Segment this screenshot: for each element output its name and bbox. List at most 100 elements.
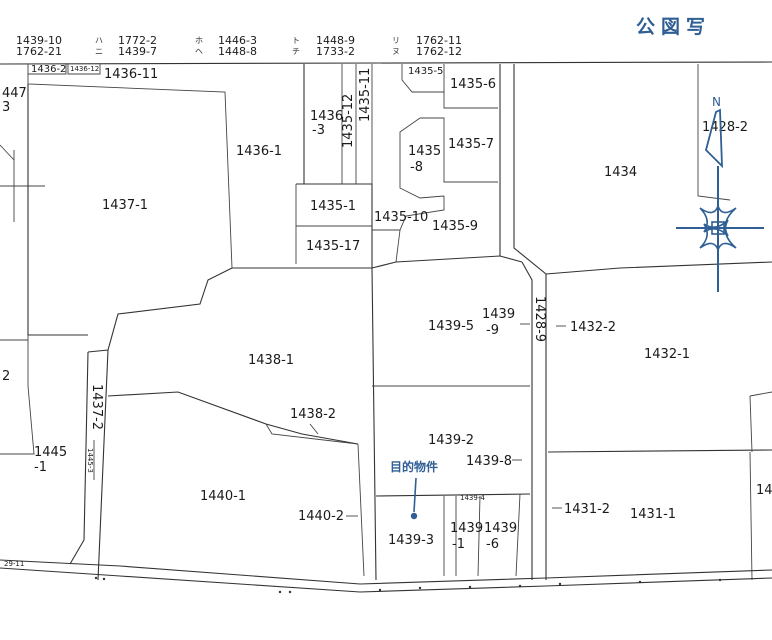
- ref-4-kana-b: チ: [292, 47, 300, 56]
- parcel-edge-1437-2-left: [69, 351, 89, 565]
- parcel-label-1435-7: 1435-7: [448, 137, 494, 152]
- ref-3a: 1446-3: [218, 34, 257, 47]
- parcel-edge-1436-12: [67, 64, 101, 75]
- parcel-label-1435-12: 1435-12: [341, 94, 356, 148]
- ref-2b: 1439-7: [118, 45, 157, 58]
- parcel-edge-1435-6: [443, 92, 498, 109]
- parcel-label-1439-6a: 1439: [484, 521, 517, 536]
- parcel-label-1437-1: 1437-1: [102, 198, 148, 213]
- ref-4a: 1448-9: [316, 34, 355, 47]
- compass-rose-bottom-icon: [699, 219, 737, 253]
- parcel-edge-1440-2: [357, 443, 365, 577]
- parcel-label-1436-12: 1436-12: [70, 65, 99, 73]
- parcel-label-1439-8: 1439-8: [466, 454, 512, 469]
- parcel-label-1439-5: 1439-5: [428, 319, 474, 334]
- ref-5-kana-b: ヌ: [392, 47, 400, 56]
- parcel-edge-1435-10: [372, 196, 445, 231]
- parcel-label-1439-1a: 1439: [450, 521, 483, 536]
- parcel-edge-1432-1-bottom: [547, 449, 772, 453]
- parcel-label-1439-9a: 1439: [482, 307, 515, 322]
- ref-2-kana-b: ニ: [95, 47, 103, 56]
- header-reference-table: 1439-10 1762-21 ハ ニ 1772-2 1439-7 ホ ヘ 14…: [16, 34, 462, 58]
- compass-center-icon: [711, 221, 725, 235]
- parcel-boundaries: [0, 61, 772, 593]
- parcel-label-1439-6b: -6: [486, 537, 499, 552]
- parcel-label-1431-2: 1431-2: [564, 502, 610, 517]
- parcel-labels: 1436-2 1436-12 1436-11 447 3 1436-1 1437…: [2, 64, 772, 568]
- parcel-label-1435-17: 1435-17: [306, 239, 360, 254]
- parcel-label-1439-2: 1439-2: [428, 433, 474, 448]
- parcel-label-1440-2: 1440-2: [298, 509, 344, 524]
- parcel-edge-447: [0, 144, 15, 161]
- parcel-edge-1438-2: [265, 423, 359, 445]
- ref-1a: 1439-10: [16, 34, 62, 47]
- parcel-label-1436-11: 1436-11: [104, 67, 158, 82]
- ref-3-kana-b: ヘ: [195, 47, 203, 56]
- parcel-edge-1439-6-right: [515, 493, 521, 577]
- compass-north-label: N: [712, 95, 721, 109]
- parcel-edge-1437-2-right: [97, 349, 109, 581]
- road-edge-bottom-top: [0, 559, 772, 585]
- ref-4b: 1733-2: [316, 45, 355, 58]
- target-dot: [410, 512, 418, 520]
- target-property-label: 目的物件: [390, 459, 438, 474]
- parcel-edge-1434-bottom: [545, 261, 772, 275]
- parcel-edge-1437-1: [27, 84, 88, 336]
- map-title: 公図写: [636, 16, 711, 38]
- parcel-edge-1435-9-left: [395, 229, 401, 263]
- parcel-edge-1436-1-left: [27, 74, 233, 269]
- parcel-label-1435-6: 1435-6: [450, 77, 496, 92]
- ref-3-kana-a: ホ: [195, 36, 203, 45]
- parcel-label-1438-1: 1438-1: [248, 353, 294, 368]
- parcel-edge-1428-2: [697, 64, 731, 201]
- parcel-label-1439-1b: -1: [452, 537, 465, 552]
- parcel-label-2: 2: [2, 369, 10, 384]
- ref-1b: 1762-21: [16, 45, 62, 58]
- parcel-edge-1435-7: [420, 117, 498, 183]
- parcel-label-1435-9: 1435-9: [432, 219, 478, 234]
- parcel-label-1435-10: 1435-10: [374, 210, 428, 225]
- ref-5a: 1762-11: [416, 34, 462, 47]
- parcel-label-447-3: 3: [2, 100, 10, 115]
- ref-2a: 1772-2: [118, 34, 157, 47]
- parcel-label-1435-8b: -8: [410, 160, 423, 175]
- parcel-label-1440-1: 1440-1: [200, 489, 246, 504]
- parcel-label-1434: 1434: [604, 165, 637, 180]
- ref-2-kana-a: ハ: [95, 36, 103, 45]
- parcel-label-1428-9: 1428-9: [532, 296, 547, 342]
- parcel-label-1445-1a: 1445: [34, 445, 67, 460]
- parcel-edge-1436-2: [27, 64, 67, 75]
- parcel-edge-right-a: [749, 391, 772, 397]
- parcel-edge-1435-9-bottom: [232, 255, 523, 269]
- parcel-label-1437-2: 1437-2: [89, 384, 104, 430]
- road-edge-1428-left: [521, 261, 533, 580]
- top-boundary-line: [0, 61, 772, 65]
- parcel-label-1435-8a: 1435: [408, 144, 441, 159]
- arrow-1438-2: [309, 423, 319, 435]
- parcel-edge-right-c: [749, 451, 753, 581]
- ref-5b: 1762-12: [416, 45, 462, 58]
- parcel-label-14-edge: 14: [756, 483, 772, 498]
- parcel-edge-1435-1: [296, 183, 373, 268]
- road-edge-1428-right: [513, 64, 547, 580]
- parcel-label-1439-3: 1439-3: [388, 533, 434, 548]
- parcel-label-1445-3: 1445-3: [86, 448, 94, 473]
- parcel-label-1438-2: 1438-2: [290, 407, 336, 422]
- parcel-edge-1435-5: [401, 64, 445, 93]
- parcel-label-1432-1: 1432-1: [644, 347, 690, 362]
- parcel-label-1432-2: 1432-2: [570, 320, 616, 335]
- road-dots: [94, 576, 722, 594]
- parcel-label-1431-1: 1431-1: [630, 507, 676, 522]
- parcel-edge-1439-6-left: [477, 495, 481, 577]
- north-arrow-icon: [704, 108, 723, 169]
- ref-5-kana-a: リ: [392, 36, 400, 45]
- parcel-label-1436-3b: -3: [312, 123, 325, 138]
- parcel-edge-1438-1-top: [87, 267, 233, 353]
- target-leader-line: [413, 477, 417, 513]
- parcel-label-1445-1b: -1: [34, 460, 47, 475]
- parcel-edge-1445-1: [0, 335, 35, 455]
- parcel-label-1439-4: 1439-4: [460, 494, 485, 502]
- parcel-label-1435-1: 1435-1: [310, 199, 356, 214]
- parcel-edge-1439-2-bottom: [375, 493, 531, 497]
